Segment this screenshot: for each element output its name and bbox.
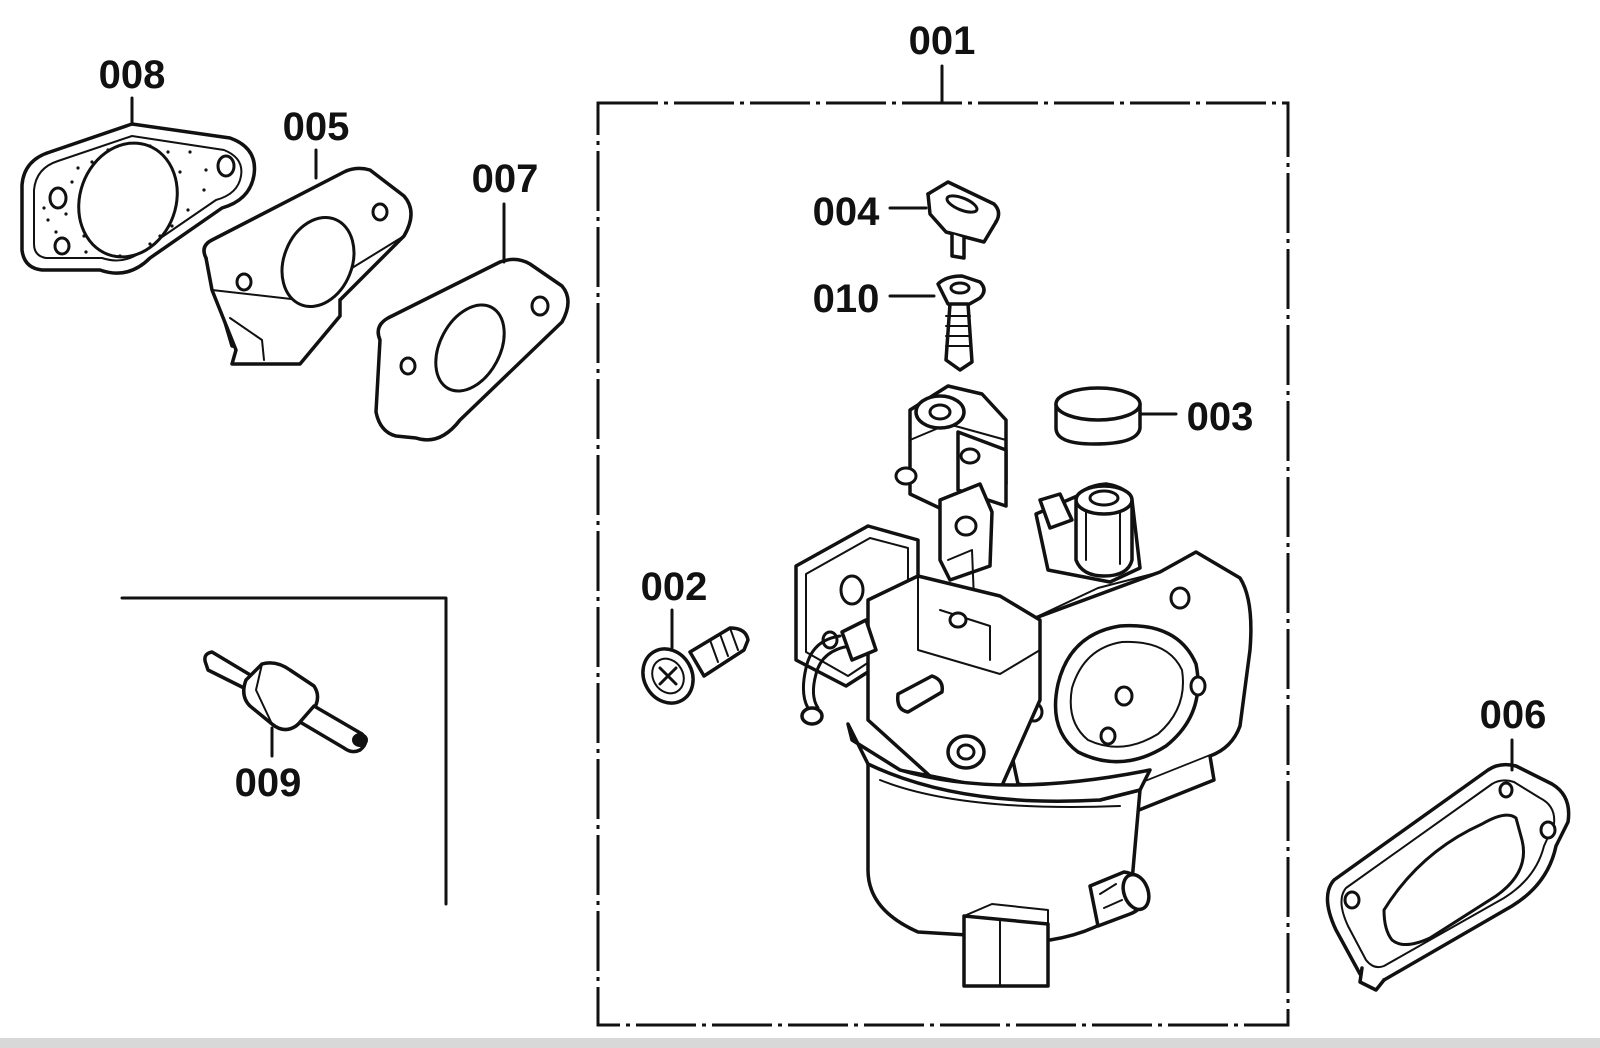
bottom-rule	[0, 1038, 1600, 1048]
part-003-cap: 003	[1054, 386, 1254, 446]
part-009-bracket-lines	[120, 596, 448, 906]
label-006: 006	[1480, 693, 1547, 737]
part-007-gasket: 007	[374, 157, 570, 442]
label-009: 009	[235, 761, 302, 805]
part-004-cap: 004	[813, 180, 1001, 260]
part-002-screw: 002	[641, 565, 750, 705]
part-009-fitting: 009	[203, 650, 368, 805]
label-004: 004	[813, 190, 880, 234]
label-001: 001	[909, 19, 976, 63]
part-008-gasket: 008	[20, 53, 257, 275]
part-010-needle-valve: 010	[813, 274, 986, 372]
carburetor-assembly-frame: 001	[596, 19, 1290, 1027]
label-007: 007	[472, 157, 539, 201]
label-003: 003	[1187, 395, 1254, 439]
carburetor-body	[794, 384, 1253, 988]
part-005-insulator: 005	[202, 105, 413, 366]
part-006-gasket: 006	[1325, 693, 1571, 992]
label-002: 002	[641, 565, 708, 609]
label-008: 008	[99, 53, 166, 97]
label-005: 005	[283, 105, 350, 149]
label-010: 010	[813, 277, 880, 321]
